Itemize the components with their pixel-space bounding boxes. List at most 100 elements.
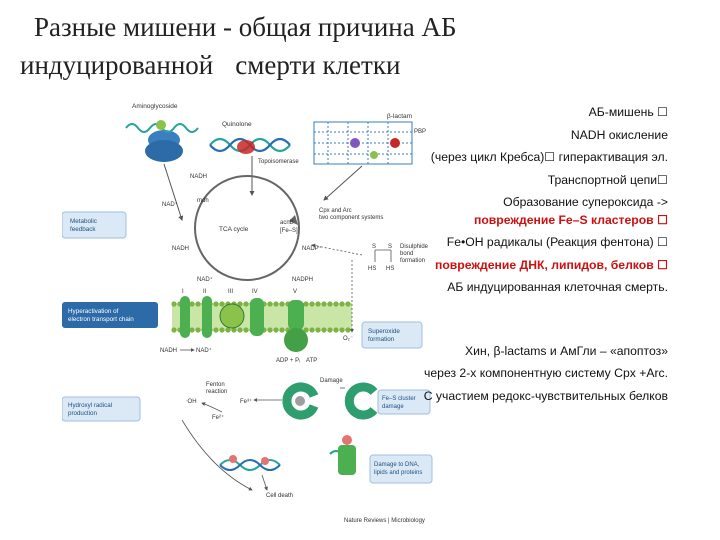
s-label-1: S bbox=[372, 244, 376, 250]
lipid-head bbox=[273, 327, 279, 333]
nadh-left-label: NADH bbox=[172, 246, 189, 252]
atp-label: ATP bbox=[306, 358, 317, 364]
nadp-label: NADP⁺ bbox=[302, 245, 322, 252]
note2-1: Хин, β-lactams и АмГли – «апоптоз» bbox=[465, 343, 668, 358]
aminoglycoside-label: Aminoglycoside bbox=[132, 103, 178, 110]
lipid-head bbox=[195, 327, 201, 333]
lipid-head bbox=[171, 327, 177, 333]
note2-2: через 2-х компонентную систему Cpx +Arc. bbox=[424, 366, 668, 380]
journal-credit: Nature Reviews | Microbiology bbox=[344, 518, 425, 524]
lipid-head bbox=[213, 327, 219, 333]
lipid-head bbox=[267, 327, 273, 333]
nadph-label: NADPH bbox=[292, 277, 313, 283]
lipid-head bbox=[189, 327, 195, 333]
note-5: Образование супероксида -> bbox=[503, 195, 668, 209]
quinolone-label: Quinolone bbox=[222, 121, 252, 128]
cell-wall-icon bbox=[313, 121, 413, 165]
note-7: Fe•OH радикалы (Реакция фентона) ☐ bbox=[446, 235, 668, 249]
tca-label: TCA cycle bbox=[219, 226, 249, 233]
explanation-notes: АБ-мишень ☐ NADH окисление (через цикл К… bbox=[408, 104, 668, 405]
fes-cluster-icon bbox=[282, 382, 378, 420]
lipid-head bbox=[171, 301, 177, 307]
note-3: (через цикл Кребса)☐ гиперактивация эл. bbox=[430, 150, 668, 164]
damage-label: Damage bbox=[320, 378, 343, 384]
lipid-head bbox=[219, 301, 225, 307]
fes-label: [Fe–S] bbox=[280, 228, 298, 234]
nadh-top-label: NADH bbox=[190, 174, 207, 180]
lipid-head bbox=[231, 327, 237, 333]
lipid-head bbox=[273, 301, 279, 307]
dna-damage-box bbox=[369, 454, 433, 484]
etc-hyperactivation-box bbox=[62, 302, 158, 328]
complex-label-1: I bbox=[182, 289, 184, 295]
etc-complexes bbox=[180, 296, 308, 352]
nad-left-label: NAD⁺ bbox=[162, 201, 178, 208]
title-line-2b: смерти клетки bbox=[235, 50, 401, 80]
nadh-etc-label: NADH bbox=[160, 348, 177, 354]
lipid-head bbox=[345, 327, 351, 333]
note-8: повреждение ДНК, липидов, белков ☐ bbox=[435, 257, 668, 272]
dna-helix-icon bbox=[209, 137, 291, 154]
lipid-head bbox=[339, 301, 345, 307]
superoxide-o2-label: O₂⁻ bbox=[343, 336, 353, 342]
topoisomerase-label: Topoisomerase bbox=[258, 159, 299, 165]
title-line-1: Разные мишени - общая причина АБ bbox=[34, 12, 457, 42]
complex-label-4: IV bbox=[252, 289, 258, 295]
note-1: АБ-мишень ☐ bbox=[588, 105, 668, 119]
nad-bottom-label: NAD⁺ bbox=[197, 276, 213, 283]
cell-death-label: Cell death bbox=[266, 493, 293, 499]
lipid-head bbox=[279, 327, 285, 333]
lipid-head bbox=[243, 301, 249, 307]
beta-lactam-label: β-lactam bbox=[387, 113, 412, 120]
lipid-head bbox=[333, 301, 339, 307]
note-4: Транспортной цепи☐ bbox=[547, 172, 668, 187]
lipid-head bbox=[339, 327, 345, 333]
lipid-head bbox=[189, 301, 195, 307]
superoxide-formation-box bbox=[361, 321, 423, 349]
lipid-head bbox=[315, 301, 321, 307]
lipid-head bbox=[303, 327, 309, 333]
hydroxyl-box bbox=[62, 396, 141, 422]
pbp-label: PBP bbox=[414, 129, 426, 135]
lipid-head bbox=[237, 301, 243, 307]
note-9: АБ индуцированная клеточная смерть. bbox=[447, 280, 668, 294]
lipid-head bbox=[327, 301, 333, 307]
complex-label-5: V bbox=[293, 289, 297, 295]
lipid-head bbox=[195, 301, 201, 307]
mechanism-diagram: Aminoglycoside Quinolone Topoisomerase β… bbox=[62, 103, 433, 524]
note2-3: С участием редокс-чувствительных белков bbox=[423, 388, 668, 403]
lipid-head bbox=[327, 327, 333, 333]
oh-label: ᐧOH bbox=[186, 399, 197, 405]
hs-label-1: HS bbox=[368, 266, 376, 272]
nad-etc-label: NAD⁺ bbox=[196, 347, 212, 354]
adp-label: ADP + Pᵢ bbox=[276, 358, 300, 364]
fe3-label: Fe³⁺ bbox=[240, 398, 252, 405]
lipid-bilayer bbox=[171, 301, 351, 333]
lipid-head bbox=[309, 327, 315, 333]
note-6: повреждение Fe–S кластеров ☐ bbox=[473, 212, 668, 227]
slide-title: Разные мишени - общая причина АБ индуцир… bbox=[0, 8, 720, 84]
hs-label-2: HS bbox=[386, 266, 394, 272]
damaged-dna-icon bbox=[219, 435, 356, 475]
note-2: NADH окисление bbox=[570, 127, 668, 142]
metabolic-feedback-box bbox=[62, 211, 127, 239]
lipid-head bbox=[267, 301, 273, 307]
lipid-head bbox=[345, 301, 351, 307]
acnb-label: acnB bbox=[280, 220, 294, 226]
s-label-2: S bbox=[388, 244, 392, 250]
lipid-head bbox=[303, 301, 309, 307]
ribosome-icon bbox=[125, 120, 199, 162]
lipid-head bbox=[315, 327, 321, 333]
title-line-2a: индуцированной bbox=[20, 50, 214, 80]
lipid-head bbox=[279, 301, 285, 307]
mdh-label: mdh bbox=[197, 198, 209, 204]
lipid-head bbox=[225, 327, 231, 333]
lipid-head bbox=[237, 327, 243, 333]
